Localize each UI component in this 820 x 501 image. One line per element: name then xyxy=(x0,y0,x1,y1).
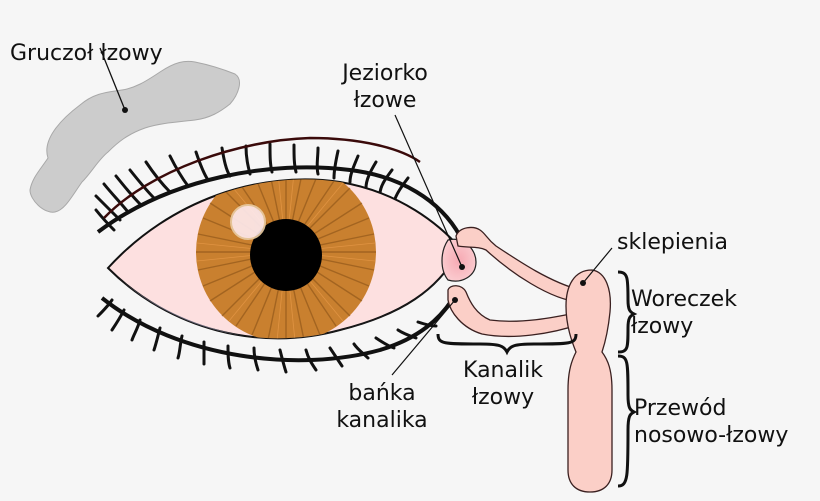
label-lacrimal-sac-line2: łzowy xyxy=(631,314,694,339)
lacrimal-sac xyxy=(565,269,613,493)
label-nasolacrimal-duct: Przewód nosowo-łzowy xyxy=(634,395,788,449)
label-lacrimal-gland: Gruczoł łzowy xyxy=(10,41,163,66)
leader-lacrimal-lake xyxy=(394,114,463,268)
upper-eyelashes xyxy=(94,142,410,232)
label-ampulla-line2: kanalika xyxy=(336,408,428,433)
label-canaliculus: Kanalik łzowy xyxy=(448,357,558,411)
leader-ampulla xyxy=(391,299,456,376)
label-ampulla-line1: bańka xyxy=(348,381,416,406)
label-ampulla: bańka kanalika xyxy=(322,380,442,434)
label-fornix: sklepienia xyxy=(617,230,728,255)
brace-canaliculus xyxy=(436,333,578,356)
label-lacrimal-lake-line2: łzowe xyxy=(353,88,417,113)
label-canaliculus-line1: Kanalik xyxy=(463,358,543,383)
label-nasolacrimal-duct-line1: Przewód xyxy=(634,396,727,421)
label-lacrimal-lake: Jeziorko łzowe xyxy=(330,60,440,114)
label-lacrimal-sac-line1: Woreczek xyxy=(631,287,737,312)
upper-eyelid xyxy=(96,165,462,237)
brace-lacrimal-sac xyxy=(617,270,638,354)
lacrimal-gland xyxy=(29,47,240,213)
pupil xyxy=(250,219,322,291)
eyeball xyxy=(106,178,462,340)
label-nasolacrimal-duct-line2: nosowo-łzowy xyxy=(634,423,789,448)
label-canaliculus-line2: łzowy xyxy=(471,385,535,410)
lacrimal-ducts xyxy=(447,226,613,493)
label-lacrimal-lake-line1: Jeziorko xyxy=(342,61,428,86)
label-lacrimal-sac: Woreczek łzowy xyxy=(631,286,737,340)
eyelid-crease xyxy=(103,136,421,219)
brace-nasolacrimal-duct xyxy=(617,354,638,488)
lower-eyelashes xyxy=(96,298,438,374)
leader-fornix xyxy=(582,247,613,284)
eye-highlight xyxy=(230,204,266,240)
